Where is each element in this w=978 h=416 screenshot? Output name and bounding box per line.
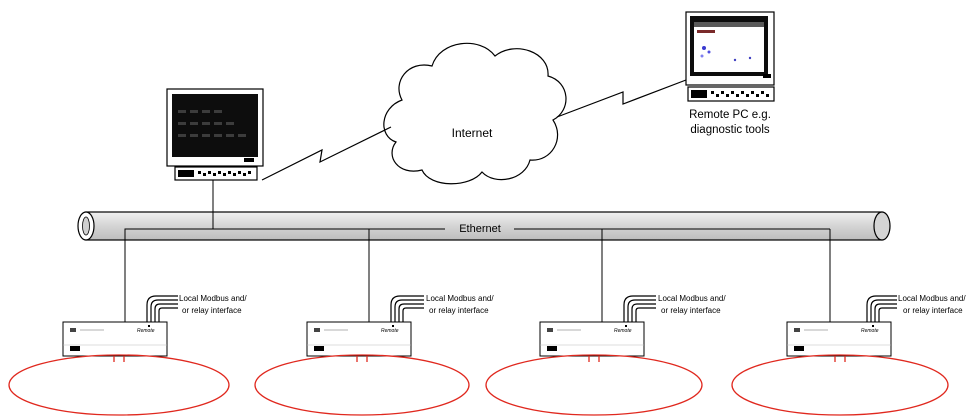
controller-brand-3: Remote <box>614 328 632 334</box>
local-pc <box>166 88 264 181</box>
remote-pc-label-line2: diagnostic tools <box>690 124 770 136</box>
interface-cable-3 <box>623 295 656 322</box>
interface-cable-1 <box>146 295 178 322</box>
controller-brand-4: Remote <box>861 328 879 334</box>
loop-4 <box>731 354 949 416</box>
controller-2-label-line2: or relay interface <box>429 306 489 315</box>
controller-unit-3: Remote <box>485 295 703 416</box>
controller-4-label-line2: or relay interface <box>903 306 963 315</box>
pc-internet-link <box>261 126 392 181</box>
controller-unit-1: Remote <box>8 295 230 416</box>
controller-box-3 <box>539 321 645 357</box>
controller-3-label-line2: or relay interface <box>661 306 721 315</box>
internet-cloud <box>383 42 567 185</box>
controller-1-label-line2: or relay interface <box>182 306 242 315</box>
ethernet-label: Ethernet <box>459 223 501 235</box>
drop-line-1 <box>124 228 445 322</box>
interface-cable-2 <box>390 295 424 322</box>
controller-brand-1: Remote <box>137 328 155 334</box>
controller-unit-4: Remote <box>731 295 949 416</box>
bus-drop-lines <box>124 180 831 322</box>
remote-internet-link <box>556 79 687 118</box>
loop-2 <box>254 354 470 416</box>
interface-cable-4 <box>866 295 897 322</box>
controller-2-label-line1: Local Modbus and/ <box>426 294 494 303</box>
ethernet-bus <box>77 211 891 241</box>
controller-unit-2: Remote <box>254 295 470 416</box>
internet-label: Internet <box>452 126 493 140</box>
controller-box-1 <box>62 321 168 357</box>
loop-1 <box>8 354 230 416</box>
remote-pc <box>685 11 775 102</box>
controller-brand-2: Remote <box>381 328 399 334</box>
controller-3-label-line1: Local Modbus and/ <box>658 294 726 303</box>
controller-box-4 <box>786 321 892 357</box>
controller-4-label-line1: Local Modbus and/ <box>898 294 966 303</box>
remote-pc-label-line1: Remote PC e.g. <box>689 109 771 121</box>
loop-3 <box>485 354 703 416</box>
monitor-screen <box>172 94 258 157</box>
power-button <box>244 158 254 162</box>
controller-box-2 <box>306 321 412 357</box>
controller-1-label-line1: Local Modbus and/ <box>179 294 247 303</box>
